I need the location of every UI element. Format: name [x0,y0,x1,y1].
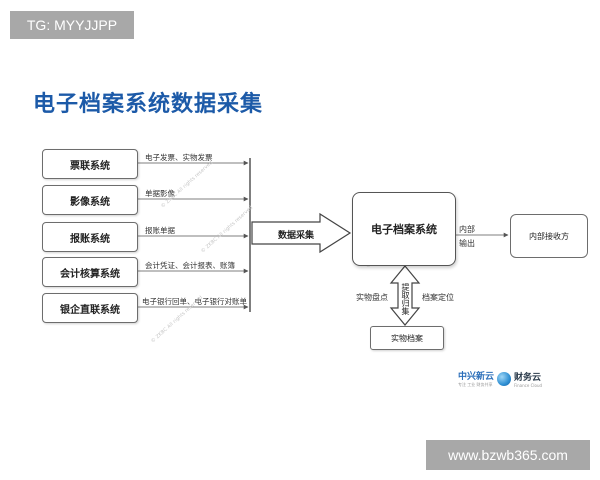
extract-label: 提取归集 [401,283,410,315]
system-box-kuaiji: 会计核算系统 [42,257,138,287]
location-label: 档案定位 [422,293,454,302]
output-label-1: 内部 [459,225,475,234]
output-label-2: 输出 [459,239,475,248]
tg-tag: TG: MYYJJPP [10,11,134,39]
edge-label-1: 电子发票、实物发票 [145,153,213,162]
logo-left-sub: 专注 工业 财务共享 [458,382,493,387]
diagram-title: 电子档案系统数据采集 [33,92,264,117]
logo-left-name: 中兴新云 [458,372,495,382]
edge-label-3: 报账单据 [145,226,175,235]
edge-label-5: 电子银行回单、电子银行对账单 [142,297,247,306]
company-logo: 中兴新云 专注 工业 财务共享 财务云 Finance Cloud [458,369,542,388]
collect-arrow [251,212,352,254]
logo-right-name: 财务云 [514,372,542,383]
logo-right-sub: Finance Cloud [514,382,543,388]
system-box-piaolian: 票联系统 [42,149,138,179]
central-system-box: 电子档案系统 [352,192,456,266]
logo-swirl-icon [497,371,512,386]
internal-receiver-box: 内部接收方 [510,214,588,258]
system-box-yingxiang: 影像系统 [42,185,138,215]
collect-label: 数据采集 [277,231,314,241]
physical-archive-box: 实物档案 [370,326,444,350]
vertical-double-arrow [389,265,421,326]
url-watermark: www.bzwb365.com [426,440,590,470]
system-box-yinqi: 银企直联系统 [42,293,138,323]
system-box-baozhang: 报账系统 [42,222,138,252]
edge-label-4: 会计凭证、会计报表、账簿 [145,261,235,270]
inventory-label: 实物盘点 [356,293,388,302]
edge-label-2: 单据影像 [145,189,175,198]
